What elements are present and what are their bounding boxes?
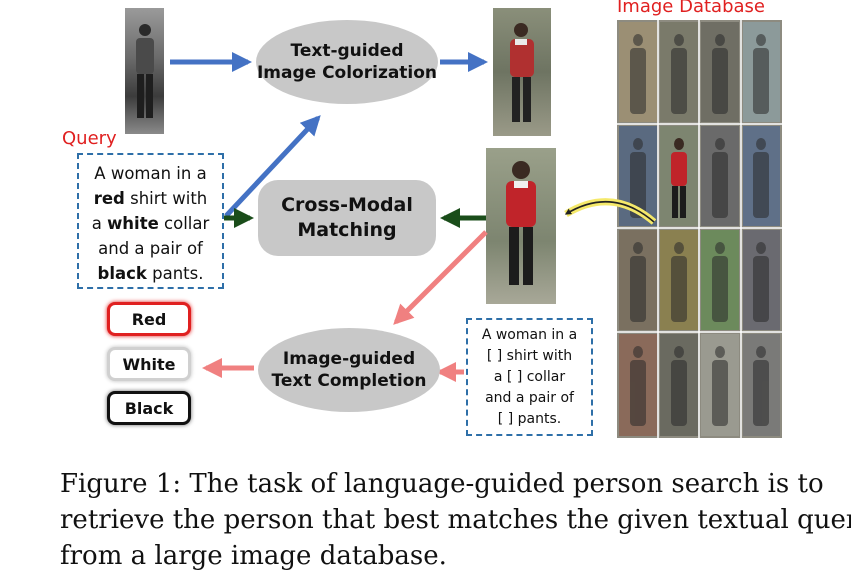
keyword-black: black <box>97 264 147 283</box>
keyword-white: white <box>107 214 159 233</box>
masked-text-box: A woman in a [ ] shirt with a [ ] collar… <box>466 318 593 436</box>
arrow-query-to-colorization <box>224 115 321 218</box>
arrow-photo-to-completion <box>393 230 488 325</box>
answer-white: White <box>107 347 191 381</box>
matched-person-photo <box>486 148 556 304</box>
query-label: Query <box>62 128 117 149</box>
image-database-label: Image Database <box>617 0 765 17</box>
keyword-red: red <box>93 189 125 208</box>
colorized-person-photo <box>493 8 551 136</box>
grayscale-person-photo <box>125 8 164 134</box>
figure-caption: Figure 1: The task of language-guided pe… <box>60 469 851 571</box>
answer-black: Black <box>107 391 191 425</box>
image-database-grid <box>617 20 782 438</box>
answer-red: Red <box>107 302 191 336</box>
query-text-box: A woman in a red shirt with a white coll… <box>77 153 224 289</box>
